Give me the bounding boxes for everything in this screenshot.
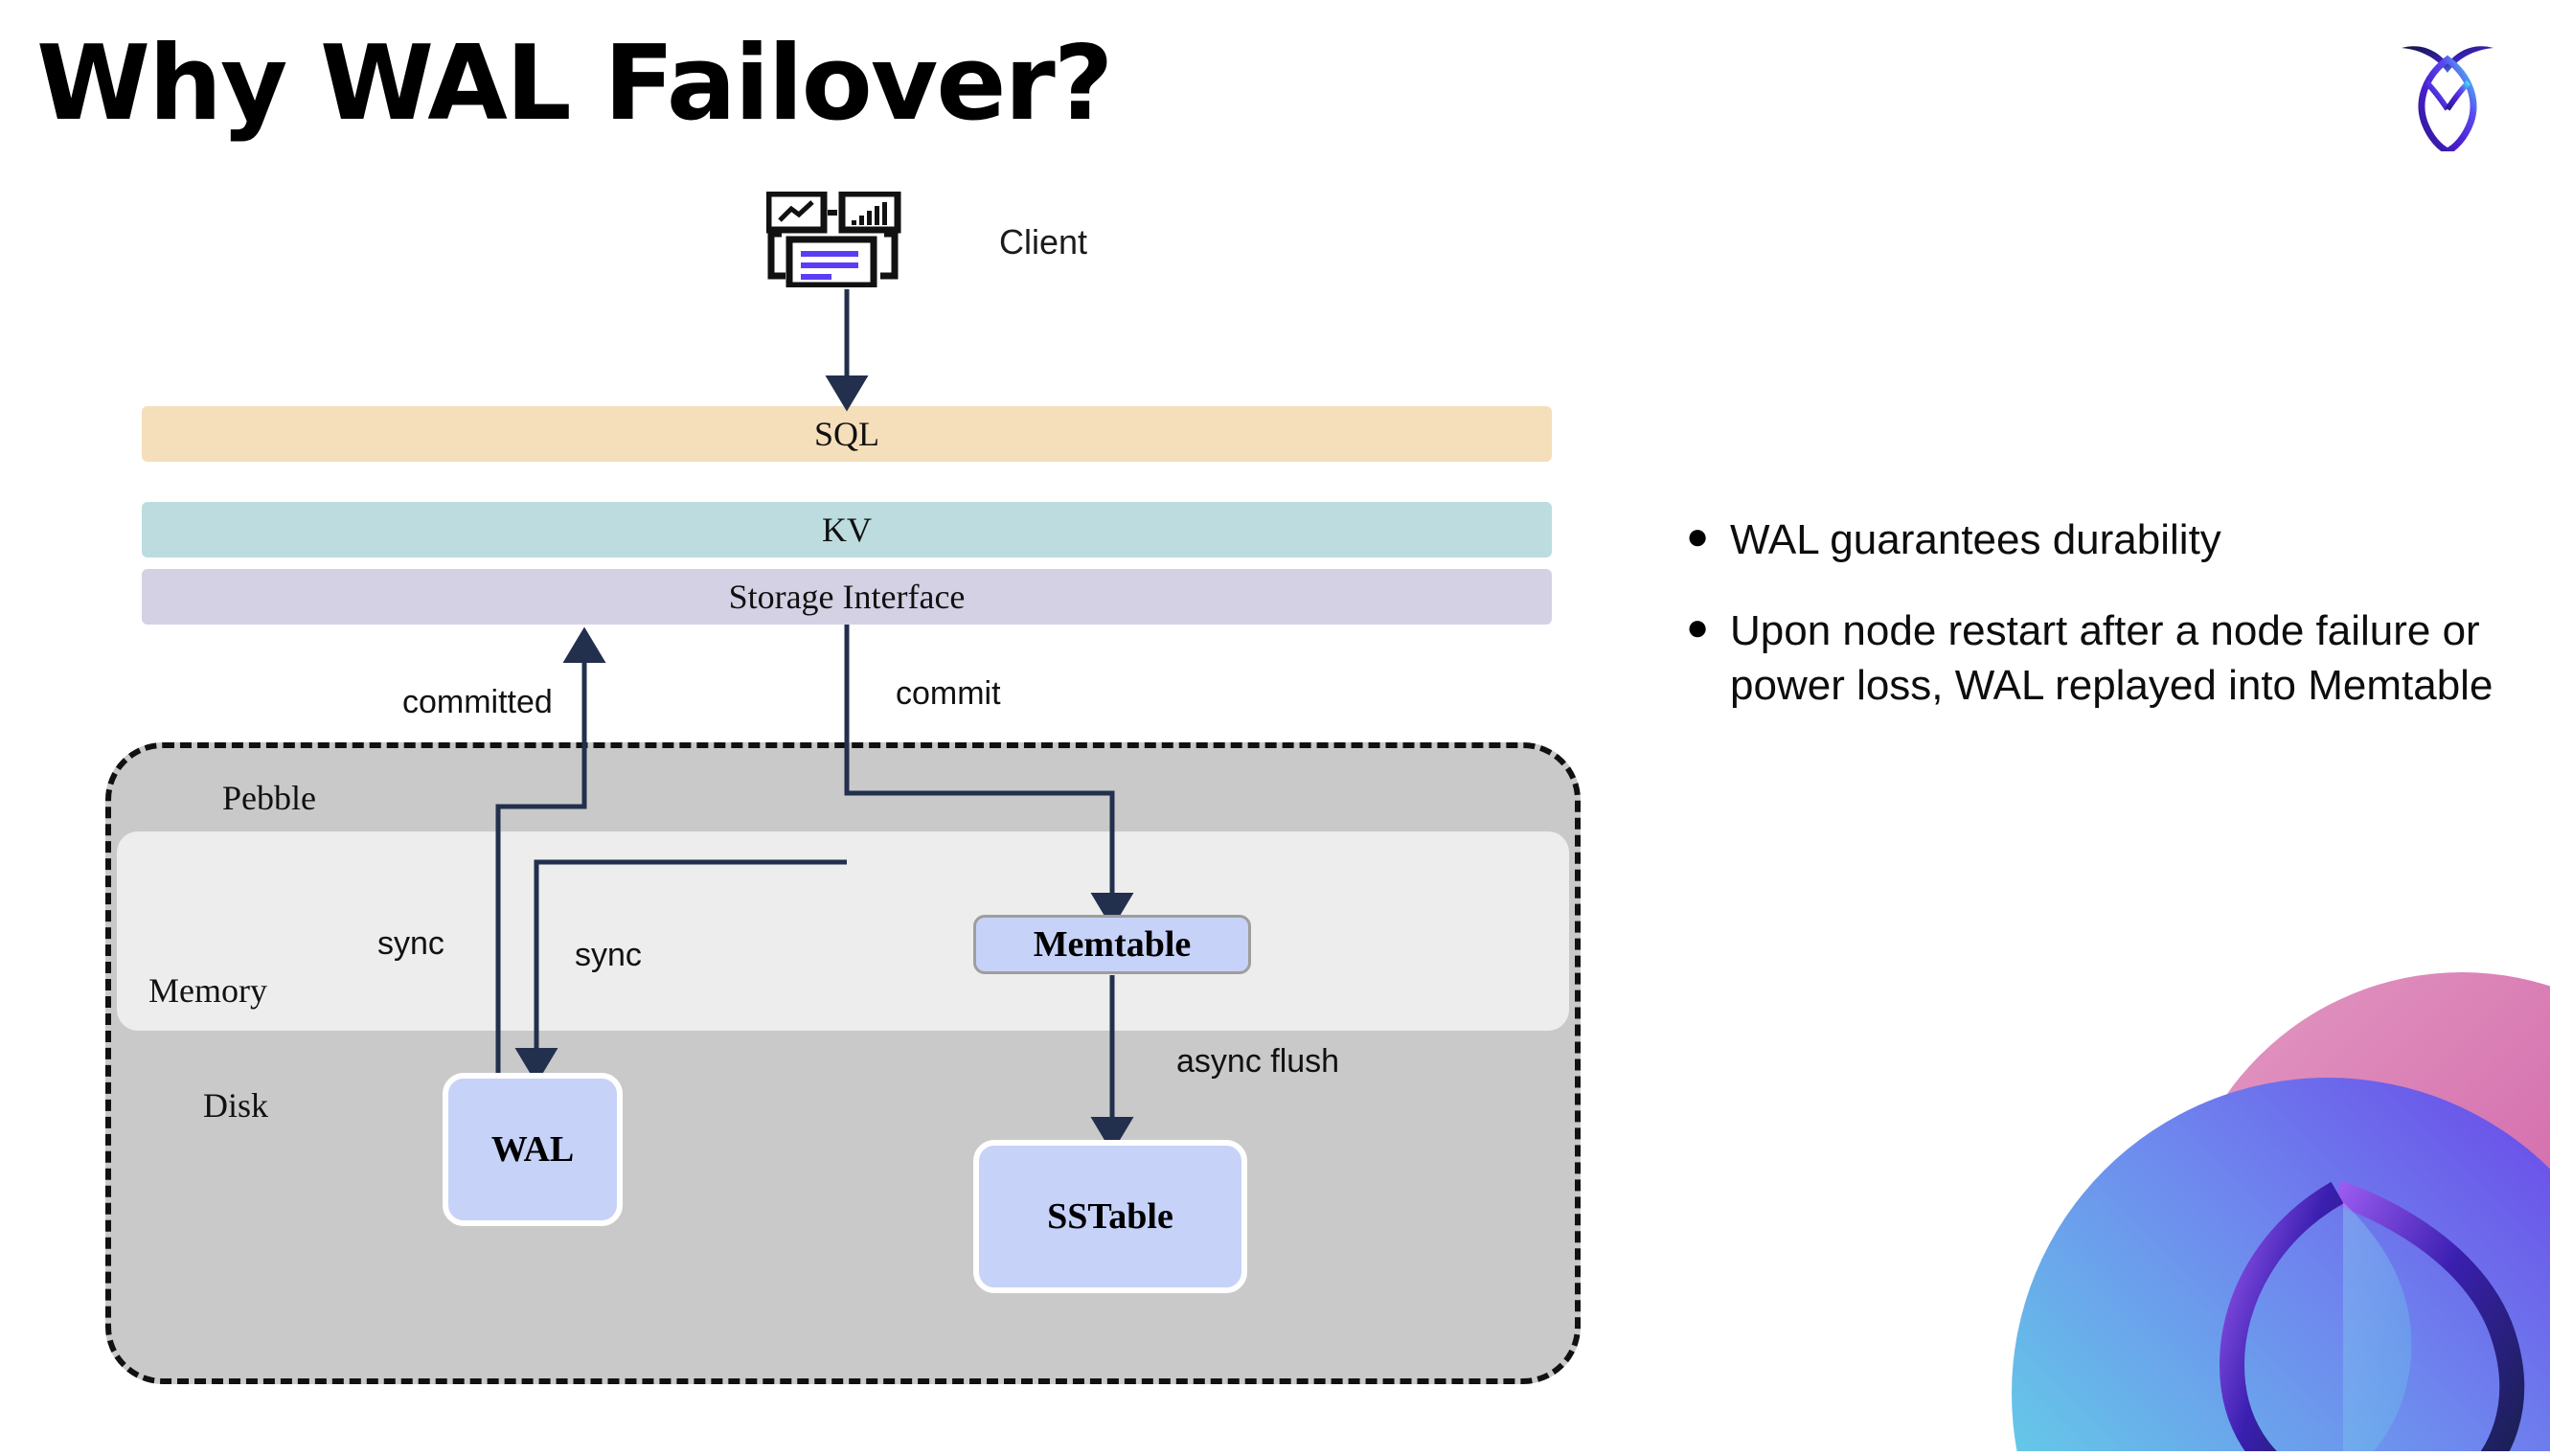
bullet-text: WAL guarantees durability	[1730, 516, 2221, 563]
node-label-memtable: Memtable	[1033, 924, 1192, 965]
bullet-marker-icon: ●	[1686, 515, 1710, 557]
bullet-list: ● WAL guarantees durability ● Upon node …	[1686, 512, 2510, 750]
node-wal[interactable]: WAL	[443, 1073, 623, 1226]
bullet-marker-icon: ●	[1686, 606, 1710, 649]
node-label-sstable: SSTable	[1047, 1196, 1173, 1237]
node-memtable[interactable]: Memtable	[973, 915, 1251, 974]
layer-label-kv: KV	[822, 511, 872, 549]
edge-label-sync-1: sync	[377, 925, 444, 962]
layer-label-storage: Storage Interface	[728, 578, 966, 616]
bullet-text: Upon node restart after a node failure o…	[1730, 607, 2493, 710]
layer-bar-sql: SQL	[142, 406, 1552, 462]
edge-label-async-flush: async flush	[1176, 1043, 1340, 1080]
cockroachdb-logo-icon	[2390, 27, 2505, 155]
memory-label: Memory	[148, 971, 267, 1010]
connector-arrows	[495, 289, 1134, 1153]
memory-container	[117, 831, 1569, 1031]
layer-bar-kv: KV	[142, 502, 1552, 557]
edge-label-commit: commit	[896, 675, 1001, 712]
edge-label-committed: committed	[402, 684, 553, 720]
disk-label: Disk	[203, 1086, 269, 1125]
edge-label-sync-2: sync	[575, 937, 642, 973]
client-dashboard-icon	[764, 190, 920, 289]
list-item: ● WAL guarantees durability	[1686, 512, 2510, 567]
page-title: Why WAL Failover?	[36, 24, 1113, 144]
client-label: Client	[999, 222, 1088, 262]
pebble-label: Pebble	[222, 779, 316, 817]
layer-bar-storage: Storage Interface	[142, 569, 1552, 625]
node-label-wal: WAL	[490, 1129, 575, 1170]
list-item: ● Upon node restart after a node failure…	[1686, 603, 2510, 713]
layer-label-sql: SQL	[813, 415, 879, 453]
architecture-diagram: Client SQL KV Storage Interface Pebble M…	[105, 190, 1581, 1384]
decorative-logo-artwork	[1925, 915, 2550, 1456]
node-sstable[interactable]: SSTable	[973, 1140, 1247, 1293]
